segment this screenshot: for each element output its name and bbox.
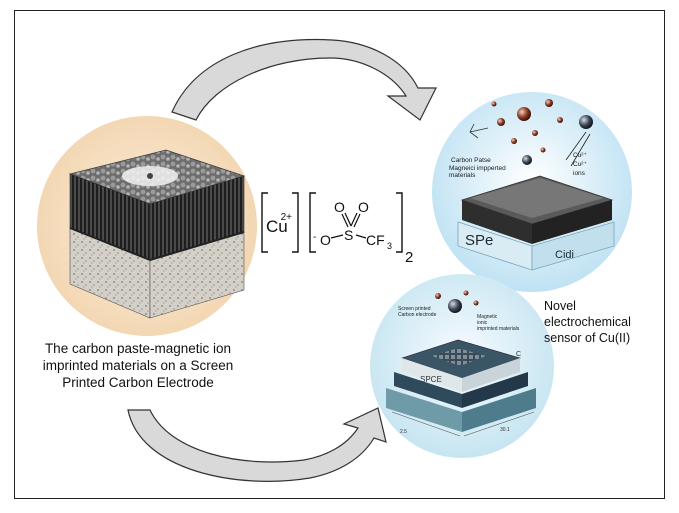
top-curved-arrow (171, 38, 437, 121)
formula-cf-sub: 3 (387, 241, 392, 251)
formula-cation: Cu (266, 217, 288, 236)
left-electrode-illustration (37, 116, 257, 336)
bottom-label-carbon-electrode: Carbon electrode (398, 312, 437, 318)
bottom-label-imprinted: imprinted materials (477, 326, 520, 332)
bottom-curved-arrow (127, 407, 387, 482)
left-caption-line-2: imprinted materials on a Screen (42, 358, 234, 373)
bottom-layer-label: SPCE (420, 375, 442, 384)
bottom-dim-left: 2.5 (400, 429, 407, 435)
formula-s: S (344, 227, 353, 243)
bottom-label-screen-printed: Screen printed (398, 306, 431, 312)
bottom-side-c-label: C (516, 351, 521, 358)
top-block-front-label: SPe (465, 232, 493, 249)
copper-triflate-formula: Cu 2+ O O S - O CF 3 2 (261, 192, 413, 266)
formula-minus: - (313, 232, 316, 243)
top-label-ions: ions (573, 170, 586, 177)
right-caption-line-1: Novel (544, 299, 576, 313)
formula-count: 2 (405, 249, 413, 266)
top-right-sensor-illustration: SPe Cidi Carbon Patse Magneici impperted… (432, 92, 632, 292)
bottom-right-sensor-illustration: SPCE C 2.5 30.1 Screen printed Carbon el… (370, 274, 554, 458)
bottom-label-magnetic: Magnetic (477, 314, 498, 320)
top-block-side-label: Cidi (555, 249, 574, 261)
left-caption-line-1: The carbon paste-magnetic ion (44, 341, 232, 356)
top-label-cu-2: Cu²⁺ (573, 161, 587, 168)
formula-o1: O (334, 199, 345, 215)
right-caption-line-3: sensor of Cu(II) (544, 331, 631, 345)
right-caption: Novel electrochemical sensor of Cu(II) (544, 298, 664, 346)
bottom-label-ionic: ionic (477, 320, 488, 326)
formula-o2: O (358, 199, 369, 215)
left-caption: The carbon paste-magnetic ion imprinted … (18, 340, 258, 391)
right-caption-line-2: electrochemical (544, 315, 631, 329)
top-label-materials: materials (449, 172, 476, 179)
left-caption-line-3: Printed Carbon Electrode (62, 375, 214, 390)
formula-o-minus: O (320, 232, 331, 248)
top-label-magnetic: Magneici impperted (449, 165, 506, 172)
bottom-dim-right: 30.1 (500, 427, 510, 433)
formula-cation-charge: 2+ (281, 212, 293, 223)
formula-cf: CF (366, 232, 385, 248)
top-label-carbon-paste: Carbon Patse (451, 157, 491, 164)
top-label-cu-1: Cu²⁺ (573, 152, 587, 159)
